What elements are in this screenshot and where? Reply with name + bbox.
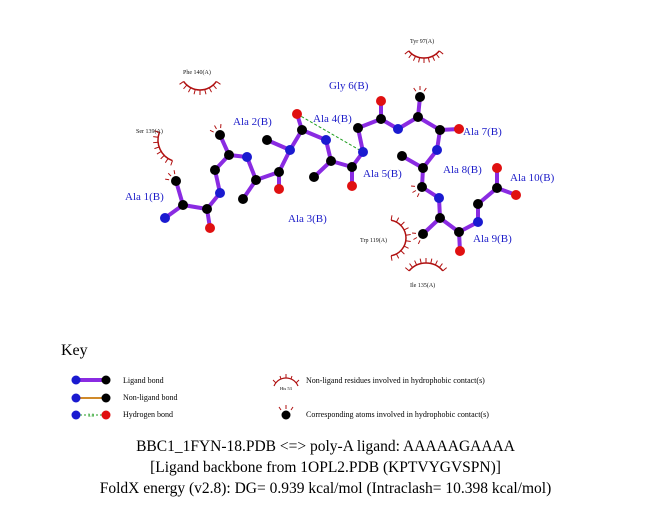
carbon-atom	[210, 165, 220, 175]
carbon-atom	[473, 199, 483, 209]
residue-label-ala9: Ala 9(B)	[473, 233, 512, 245]
hydrogen-bonds	[296, 113, 364, 153]
carbon-atom	[262, 135, 272, 145]
nitrogen-atom	[358, 147, 368, 157]
carbon-atom	[274, 167, 284, 177]
residue-label-ala4: Ala 4(B)	[313, 113, 352, 125]
hydrophobic-label-ser139: Ser 139(A)	[136, 129, 163, 135]
residue-label-ala8: Ala 8(B)	[443, 164, 482, 176]
carbon-atom	[251, 175, 261, 185]
carbon-atom	[435, 125, 445, 135]
key-sample-residue-label: His 53	[280, 386, 293, 391]
carbon-atom	[376, 114, 386, 124]
caption-line-1: BBC1_1FYN-18.PDB <=> poly-A ligand: AAAA…	[136, 438, 515, 455]
carbon-atom	[347, 162, 357, 172]
nitrogen-atom	[160, 213, 170, 223]
nitrogen-atom	[393, 124, 403, 134]
hydrogen-bond	[296, 113, 364, 153]
oxygen-atom	[205, 223, 215, 233]
residue-label-ala7: Ala 7(B)	[463, 126, 502, 138]
contact-atom-lash	[209, 123, 222, 133]
carbon-atom	[415, 92, 425, 102]
key-corresponding-atoms-label: Corresponding atoms involved in hydropho…	[306, 410, 489, 419]
key-hbond-sample: 3.0	[71, 410, 111, 420]
carbon-atom	[397, 151, 407, 161]
hydrophobic-arc-tyr97	[404, 50, 444, 63]
caption: BBC1_1FYN-18.PDB <=> poly-A ligand: AAAA…	[0, 436, 651, 499]
carbon-atom	[418, 229, 428, 239]
carbon-atom	[353, 123, 363, 133]
hydrophobic-label-tyr97: Tyr 97(A)	[410, 39, 435, 45]
carbon-atom	[224, 150, 234, 160]
residue-label-ala5: Ala 5(B)	[363, 168, 402, 180]
carbon-atom	[171, 176, 181, 186]
oxygen-atom	[511, 190, 521, 200]
nitrogen-atom	[473, 217, 483, 227]
hydrophobic-arc-ile135	[404, 258, 448, 272]
carbon-atom	[309, 172, 319, 182]
oxygen-atom	[455, 246, 465, 256]
ligand-atoms	[160, 92, 521, 256]
contact-atom-lash	[413, 86, 427, 92]
carbon-atom	[297, 125, 307, 135]
residue-label-ala1: Ala 1(B)	[125, 191, 164, 203]
carbon-atom	[435, 213, 445, 223]
oxygen-atom	[274, 184, 284, 194]
nitrogen-atom	[434, 193, 444, 203]
residue-label-gly6: Gly 6(B)	[329, 80, 369, 92]
key-nonligand-residues-label: Non-ligand residues involved in hydropho…	[306, 376, 485, 385]
carbon-atom	[178, 200, 188, 210]
nitrogen-atom	[285, 145, 295, 155]
caption-line-2: [Ligand backbone from 1OPL2.PDB (KPTVYGV…	[150, 459, 501, 476]
hydrophobic-arc-trp119	[390, 215, 411, 261]
carbon-atom	[238, 194, 248, 204]
carbon-atom	[454, 227, 464, 237]
oxygen-atom	[347, 181, 357, 191]
carbon-atom	[215, 130, 225, 140]
key-ligand-bond-sample	[71, 375, 111, 385]
residue-label-ala2: Ala 2(B)	[233, 116, 272, 128]
residue-label-ala3: Ala 3(B)	[288, 213, 327, 225]
hydrophobic-arc-phe140	[179, 81, 221, 95]
carbon-atom	[492, 183, 502, 193]
nitrogen-atom	[432, 145, 442, 155]
residue-label-ala10: Ala 10(B)	[510, 172, 555, 184]
hydrophobic-label-trp119: Trp 119(A)	[360, 238, 388, 244]
oxygen-atom	[454, 124, 464, 134]
nitrogen-atom	[321, 135, 331, 145]
key-corresponding-atom-sample	[278, 405, 294, 420]
key-hbond-length: 3.0	[88, 414, 95, 419]
caption-line-3: FoldX energy (v2.8): DG= 0.939 kcal/mol …	[99, 480, 552, 497]
key-legend: 3.0 His 53	[71, 374, 300, 420]
contact-atom-lash	[411, 232, 421, 245]
contact-atom-lash	[165, 170, 176, 181]
key-residue-arc-sample: His 53	[272, 374, 300, 391]
key-nonligand-bond-label: Non-ligand bond	[123, 393, 178, 402]
nitrogen-atom	[242, 152, 252, 162]
oxygen-atom	[492, 163, 502, 173]
key-title: Key	[61, 342, 88, 359]
oxygen-atom	[292, 109, 302, 119]
hydrophobic-contact-arcs	[153, 50, 448, 272]
carbon-atom	[413, 112, 423, 122]
key-ligand-bond-label: Ligand bond	[123, 376, 164, 385]
hydrophobic-label-ile135: Ile 135(A)	[410, 283, 436, 289]
oxygen-atom	[376, 96, 386, 106]
contact-atom-lash	[410, 185, 420, 198]
carbon-atom	[202, 204, 212, 214]
carbon-atom	[417, 182, 427, 192]
carbon-atom	[418, 163, 428, 173]
hydrophobic-arc-ser139	[153, 130, 173, 166]
key-nonligand-bond-sample	[71, 393, 111, 403]
nitrogen-atom	[215, 188, 225, 198]
hydrophobic-label-phe140: Phe 140(A)	[183, 70, 211, 76]
carbon-atom	[326, 156, 336, 166]
key-hbond-label: Hydrogen bond	[123, 410, 173, 419]
ligplot-diagram	[153, 50, 521, 272]
